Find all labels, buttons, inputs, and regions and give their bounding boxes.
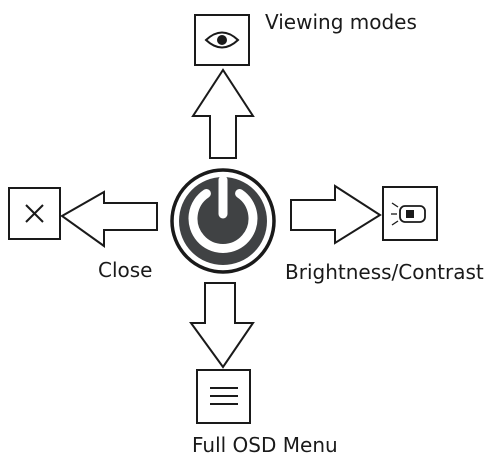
close-icon xyxy=(25,204,44,223)
viewing-modes-label: Viewing modes xyxy=(265,10,417,34)
viewing-modes-button[interactable] xyxy=(194,14,250,66)
down-arrow xyxy=(189,282,255,369)
menu-icon xyxy=(210,387,238,405)
close-button[interactable] xyxy=(8,187,61,240)
full-osd-menu-label: Full OSD Menu xyxy=(192,433,338,457)
close-label: Close xyxy=(98,258,153,282)
right-arrow xyxy=(290,184,382,245)
eye-icon xyxy=(204,31,240,49)
brightness-icon xyxy=(391,202,426,226)
power-button[interactable] xyxy=(170,168,276,274)
power-icon xyxy=(188,175,258,253)
up-arrow xyxy=(191,68,255,159)
full-osd-menu-button[interactable] xyxy=(196,369,251,424)
brightness-contrast-button[interactable] xyxy=(382,186,438,241)
left-arrow xyxy=(60,190,158,248)
brightness-contrast-label: Brightness/Contrast xyxy=(285,260,484,284)
